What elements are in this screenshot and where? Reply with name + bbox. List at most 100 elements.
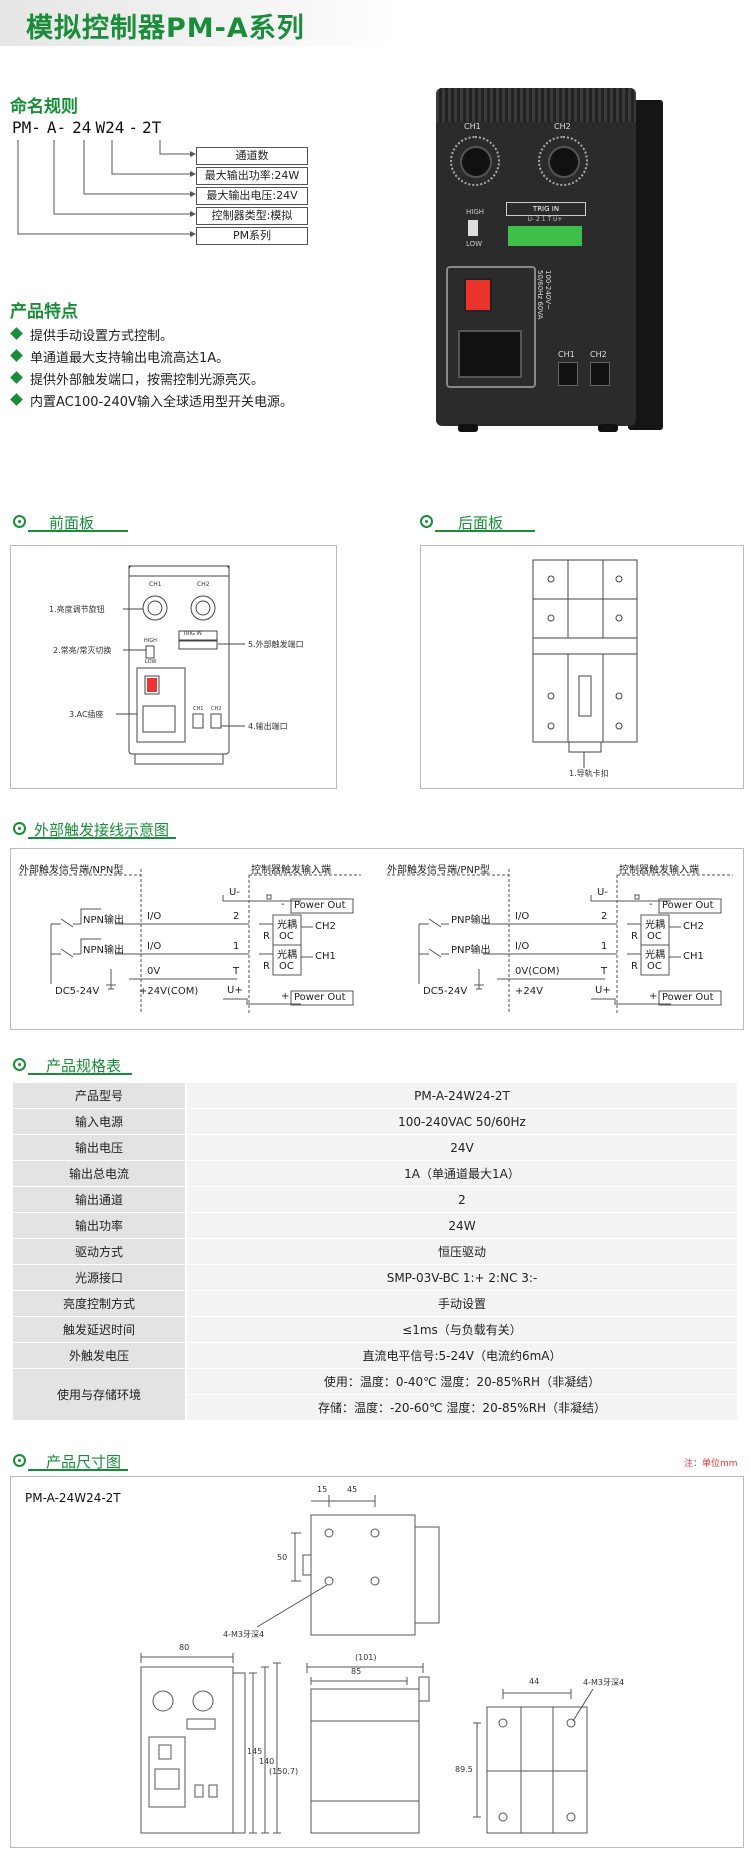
code-2t: 2T — [141, 118, 162, 137]
dimensions-heading: 产品尺寸图 — [46, 1453, 122, 1471]
naming-label-type: 控制器类型:模拟 — [196, 207, 308, 225]
wiring-underline — [28, 837, 176, 839]
npn-r2: R — [263, 961, 270, 972]
wiring-box: 外部触发信号端/NPN型 控制器触发输入端 NPN输出 NPN输出 I/O I/… — [10, 848, 744, 1030]
diamond-icon — [10, 327, 23, 340]
pnp-out1: PNP输出 — [451, 915, 491, 926]
pnp-pin-1: 1 — [601, 941, 608, 952]
pnp-oc1: OC — [647, 931, 662, 942]
vent-grill — [436, 88, 636, 122]
dial-scale-2 — [538, 136, 588, 186]
npn-out2: NPN输出 — [83, 945, 124, 956]
pnp-pin-2: 2 — [601, 911, 608, 922]
npn-oc1: OC — [279, 931, 294, 942]
front-panel-drawing — [116, 565, 245, 765]
device-trig-label: TRIG IN — [506, 202, 586, 216]
npn-com: +24V(COM) — [139, 986, 199, 997]
naming-label-series: PM系列 — [196, 227, 308, 245]
npn-oc2: OC — [279, 961, 294, 972]
pnp-minus: - — [649, 899, 653, 910]
title-bar — [0, 0, 400, 46]
naming-label-channels: 通道数 — [196, 147, 308, 165]
pnp-source-title: 外部触发信号端/PNP型 — [387, 865, 490, 876]
front-panel-heading: 前面板 — [49, 514, 95, 532]
pnp-pin-uminus: U- — [597, 887, 608, 898]
device-out-ch2: CH2 — [590, 350, 607, 359]
knob-ch1[interactable] — [460, 146, 492, 178]
ac-module — [446, 266, 536, 388]
dimensions-model: PM-A-24W24-2T — [25, 1491, 121, 1505]
section-circle-icon — [13, 822, 26, 835]
npn-out1: NPN输出 — [83, 915, 124, 926]
dim-front-140: 140 — [259, 1757, 275, 1766]
dim-side-85: 85 — [351, 1667, 362, 1676]
features-heading: 产品特点 — [10, 302, 78, 322]
pnp-io1: I/O — [515, 911, 530, 922]
npn-io1: I/O — [147, 911, 162, 922]
npn-0v: 0V — [147, 966, 161, 977]
pnp-power-out-bottom: Power Out — [662, 992, 714, 1003]
rear-panel-box: 1.导轨卡扣 — [420, 545, 744, 789]
device-photo: CH1 CH2 HIGH LOW TRIG IN U- 2 1 T U+ 100… — [428, 80, 663, 440]
pnp-opto1: 光耦 — [645, 920, 665, 931]
device-high-label: HIGH — [466, 208, 485, 216]
section-circle-icon — [13, 515, 26, 528]
pnp-power-out-top: Power Out — [662, 900, 714, 911]
pnp-dc: DC5-24V — [423, 986, 468, 997]
npn-opto1: 光耦 — [277, 920, 297, 931]
table-row: 使用与存储环境使用：温度：0-40℃ 湿度：20-85%RH（非凝结） — [13, 1368, 737, 1421]
pnp-r1: R — [631, 931, 638, 942]
dim-front-80: 80 — [179, 1643, 190, 1652]
dimensions-drawing — [140, 1495, 594, 1834]
npn-ch1: CH1 — [315, 951, 336, 962]
callout-mode: 2.常亮/常灭切换 — [53, 646, 112, 655]
dimensions-underline — [28, 1469, 128, 1471]
callout-output: 4.输出端口 — [248, 722, 288, 731]
mode-switch[interactable] — [468, 220, 478, 236]
npn-power-out-top: Power Out — [294, 900, 346, 911]
npn-target-title: 控制器触发输入端 — [251, 865, 331, 876]
dim-back-89: 89.5 — [455, 1765, 473, 1774]
table-row: 亮度控制方式手动设置 — [13, 1290, 737, 1317]
section-circle-icon — [13, 1454, 26, 1467]
npn-opto2: 光耦 — [277, 950, 297, 961]
wiring-heading: 外部触发接线示意图 — [34, 821, 170, 839]
npn-minus: - — [281, 899, 285, 910]
pnp-oc2: OC — [647, 961, 662, 972]
power-switch[interactable] — [464, 278, 492, 312]
output-port-2[interactable] — [590, 362, 610, 386]
rear-panel-drawing — [532, 559, 638, 768]
device-trig-pins: U- 2 1 T U+ — [527, 216, 563, 223]
ac-socket[interactable] — [458, 330, 522, 378]
trigger-terminal[interactable] — [508, 226, 582, 246]
code-pm: PM- — [12, 118, 41, 137]
diamond-icon — [10, 349, 23, 362]
pnp-target-title: 控制器触发输入端 — [619, 865, 699, 876]
fp-trig: TRIG IN — [183, 631, 202, 637]
output-port-1[interactable] — [558, 362, 578, 386]
dim-side-101: (101) — [355, 1653, 377, 1662]
device-power-text: 100-240V~ 50/60Hz 60VA — [536, 270, 552, 320]
naming-lines — [17, 140, 196, 237]
pnp-ch1: CH1 — [683, 951, 704, 962]
section-circle-icon — [13, 1058, 26, 1071]
dimensions-box: PM-A-24W24-2T — [10, 1476, 744, 1848]
pnp-com: +24V — [515, 986, 543, 997]
code-dash: - — [128, 118, 138, 137]
fp-low: LOW — [145, 659, 157, 665]
dim-back-screw: 4-M3牙深4 — [583, 1678, 625, 1687]
npn-power-out-bottom: Power Out — [294, 992, 346, 1003]
callout-trigger: 5.外部触发端口 — [248, 640, 304, 649]
wiring-drawing — [19, 869, 733, 1014]
fp-out1: CH1 — [193, 706, 204, 712]
section-circle-icon — [420, 515, 433, 528]
fp-ch1: CH1 — [149, 581, 162, 588]
diamond-icon — [10, 393, 23, 406]
knob-ch2[interactable] — [548, 146, 580, 178]
